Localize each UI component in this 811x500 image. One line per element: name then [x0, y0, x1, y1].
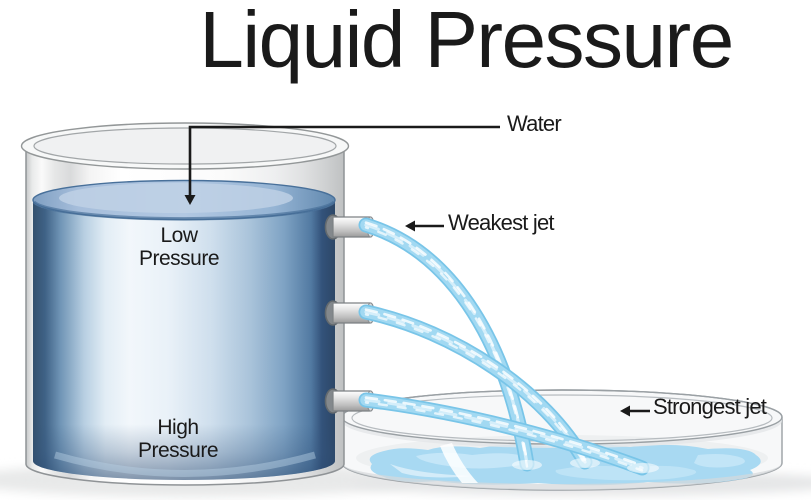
jet-splash: [627, 463, 659, 473]
jet-streak-upper: [364, 396, 644, 467]
arrow-left-icon: [405, 220, 415, 232]
jet-strongest: [358, 392, 650, 476]
diagram-title: Liquid Pressure: [199, 0, 734, 84]
water-bottom-reflection: [54, 451, 316, 477]
jet-splash: [570, 458, 600, 468]
puddle-highlight: [555, 465, 697, 481]
dish-glass-glare: [440, 443, 478, 483]
water-jets: [358, 217, 659, 476]
puddle-glare: [390, 464, 472, 478]
strongest-jet-label: Strongest jet: [653, 394, 767, 419]
glass-cylinder: [20, 122, 350, 486]
puddle-highlight: [694, 454, 745, 468]
dish-puddle: [369, 444, 761, 486]
jet-streak-core: [364, 398, 644, 470]
jet-streak-lower: [364, 401, 644, 472]
cylinder-water: [32, 179, 336, 480]
high-pressure-line1: High: [157, 416, 199, 439]
water-depth-shading: [33, 201, 335, 480]
jet-streak-lower: [364, 226, 529, 468]
weakest-jet-label: Weakest jet: [448, 210, 555, 235]
water-label: Water: [507, 111, 562, 136]
cylinder-rim-inner: [33, 127, 337, 165]
strongest-pointer: [620, 405, 650, 417]
jet-streak-upper: [364, 308, 587, 461]
water-pointer: [184, 125, 500, 205]
jet-splash: [512, 460, 542, 470]
low-pressure-line1: Low: [160, 224, 198, 247]
weakest-pointer: [405, 220, 444, 232]
arrow-down-icon: [184, 195, 196, 205]
water-surface-highlight: [59, 183, 293, 213]
waterline-meniscus: [32, 200, 336, 221]
annotations: [184, 125, 650, 417]
high-pressure-label: High Pressure: [78, 416, 278, 462]
high-pressure-line2: Pressure: [137, 439, 219, 462]
pointer-line: [188, 125, 500, 196]
low-pressure-label: Low Pressure: [79, 224, 279, 270]
jet-splashes: [512, 458, 659, 473]
jet-streak-core: [364, 223, 529, 466]
arrow-left-icon: [620, 405, 630, 417]
low-pressure-line2: Pressure: [138, 247, 220, 270]
jet-weakest: [358, 217, 535, 472]
dish-base-band: [342, 463, 782, 490]
